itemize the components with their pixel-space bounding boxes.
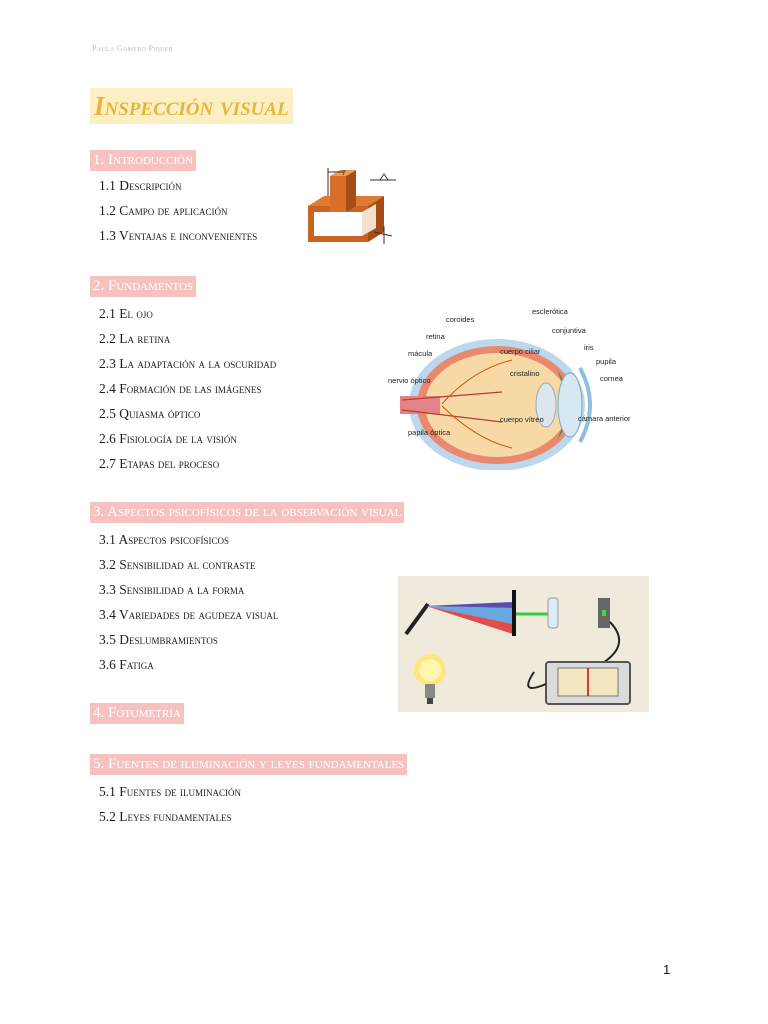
section-heading: 5. Fuentes de iluminación y leyes fundam…	[90, 754, 408, 775]
page-title: Inspección visual	[90, 88, 293, 124]
label-conjuntiva: conjuntiva	[552, 326, 587, 335]
list-item: 5.1 Fuentes de iluminación	[99, 784, 241, 799]
section-heading: 1. Introducción	[90, 150, 197, 171]
section-fotometria: 4. Fotometría	[90, 703, 184, 724]
label-cornea: cornea	[600, 374, 624, 383]
list-item: 5.2 Leyes fundamentales	[99, 809, 232, 824]
section-introduccion: 1. Introducción 1.1 Descripción 1.2 Camp…	[90, 150, 257, 248]
list-item: 3.5 Deslumbramientos	[99, 632, 218, 647]
list-item: 3.6 Fatiga	[99, 657, 154, 672]
list-item: 3.3 Sensibilidad a la forma	[99, 582, 245, 597]
list-item: 2.7 Etapas del proceso	[99, 456, 220, 471]
list-item: 2.2 La retina	[99, 331, 171, 346]
list-item: 1.1 Descripción	[99, 178, 182, 193]
header-author: Paula Gamero Piquer	[92, 44, 174, 53]
section-aspectos-psicofisicos: 3. Aspectos psicofísicos de la observaci…	[90, 502, 405, 677]
list-item: 2.1 El ojo	[99, 306, 153, 321]
label-iris: iris	[584, 343, 594, 352]
list-item: 2.6 Fisiología de la visión	[99, 431, 237, 446]
label-cuerpo-ciliar: cuerpo ciliar	[500, 347, 541, 356]
label-retina: retina	[426, 332, 446, 341]
section-heading: 3. Aspectos psicofísicos de la observaci…	[90, 502, 405, 523]
list-item: 1.3 Ventajas e inconvenientes	[99, 228, 258, 243]
list-item: 3.1 Aspectos psicofísicos	[99, 532, 230, 547]
page-number: 1	[663, 962, 671, 977]
list-item: 2.5 Quiasma óptico	[99, 406, 201, 421]
label-macula: mácula	[408, 349, 433, 358]
section-fundamentos: 2. Fundamentos 2.1 El ojo 2.2 La retina …	[90, 276, 276, 476]
eye-anatomy-diagram: esclerótica coroides conjuntiva retina i…	[388, 307, 631, 470]
label-coroides: coroides	[446, 315, 475, 324]
label-papila-optica: papila óptica	[408, 428, 451, 437]
list-item: 2.3 La adaptación a la oscuridad	[99, 356, 277, 371]
list-item: 2.4 Formación de las imágenes	[99, 381, 262, 396]
list-item: 3.2 Sensibilidad al contraste	[99, 557, 256, 572]
label-pupila: pupila	[596, 357, 617, 366]
photometer-illustration	[398, 576, 649, 712]
label-cristalino: cristalino	[510, 369, 540, 378]
label-cuerpo-vitreo: cuerpo vítreo	[500, 415, 544, 424]
label-camara-anterior: cámara anterior	[578, 414, 631, 423]
list-item: 1.2 Campo de aplicación	[99, 203, 228, 218]
list-item: 3.4 Variedades de agudeza visual	[99, 607, 279, 622]
label-nervio-optico: nervio óptico	[388, 376, 431, 385]
section-heading: 4. Fotometría	[90, 703, 184, 724]
weld-bracket-illustration: 7	[308, 168, 396, 244]
section-fuentes-iluminacion: 5. Fuentes de iluminación y leyes fundam…	[90, 754, 408, 829]
label-esclerotica: esclerótica	[532, 307, 569, 316]
section-heading: 2. Fundamentos	[90, 276, 197, 297]
svg-text:7: 7	[342, 170, 346, 177]
